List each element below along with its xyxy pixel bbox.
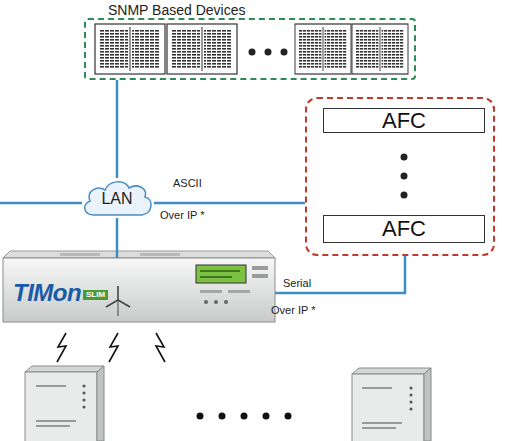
device-vent <box>140 253 180 256</box>
device-led <box>410 387 413 390</box>
link-label: ASCII <box>173 178 202 189</box>
ellipsis-dot <box>241 413 248 420</box>
lcd-line <box>200 270 240 272</box>
device-marking <box>36 420 76 422</box>
network-link <box>275 256 405 293</box>
device-marking <box>252 274 268 278</box>
protocol-note: Over IP * <box>160 210 204 221</box>
field-device <box>25 372 97 441</box>
node-text: SLIM <box>83 290 108 300</box>
wireless-symbol <box>109 333 118 362</box>
network-link <box>116 80 119 178</box>
device-led <box>410 394 413 397</box>
link-label: Serial <box>283 278 311 289</box>
rack-cabinet <box>167 24 237 74</box>
ellipsis-dot <box>197 413 204 420</box>
ellipsis-dot <box>265 49 272 56</box>
device-led <box>83 406 86 409</box>
lcd-display <box>196 265 246 283</box>
ellipsis-dot <box>401 154 408 161</box>
afc-group: AFC AFC <box>305 97 495 256</box>
lan-wire <box>0 202 82 205</box>
ellipsis-dot <box>401 192 408 199</box>
node-text: TIMon <box>13 281 81 305</box>
device-marking <box>362 387 392 389</box>
field-device-side <box>424 368 431 441</box>
node-text: AFC <box>382 218 426 240</box>
device-marking <box>362 422 402 424</box>
rack-cabinet <box>352 24 408 74</box>
lcd-line <box>200 276 232 278</box>
afc-box: AFC <box>323 108 485 133</box>
node-text: AFC <box>382 110 426 132</box>
node-text: SNMP Based Devices <box>108 3 245 17</box>
timon-device: TIMonSLIM <box>3 258 275 322</box>
device-vent <box>60 253 100 256</box>
device-led <box>83 392 86 395</box>
ellipsis-dot <box>401 173 408 180</box>
ellipsis-dot <box>285 413 292 420</box>
afc-box: AFC <box>323 215 485 243</box>
ellipsis-dot <box>249 49 256 56</box>
device-led <box>410 401 413 404</box>
rack-cabinet <box>95 24 165 74</box>
windmill-icon <box>106 286 130 316</box>
device-led <box>214 300 218 304</box>
wireless-symbol <box>156 333 165 362</box>
protocol-note: Over IP * <box>271 305 315 316</box>
device-marking <box>362 427 396 429</box>
device-led <box>224 300 228 304</box>
device-led <box>83 399 86 402</box>
device-top <box>3 251 275 258</box>
device-marking <box>252 266 268 270</box>
lan-cloud: LAN <box>80 178 154 218</box>
network-link <box>154 202 305 205</box>
wireless-symbol <box>57 333 66 362</box>
ellipsis-dot <box>219 413 226 420</box>
field-device-top <box>352 368 431 374</box>
rack-cabinet <box>295 24 351 74</box>
network-link <box>116 218 119 258</box>
device-marking <box>200 290 222 293</box>
field-device-top <box>25 366 104 372</box>
device-marking <box>36 425 70 427</box>
ellipsis-dot <box>281 49 288 56</box>
node-text: LAN <box>80 191 154 207</box>
device-led <box>410 408 413 411</box>
device-led <box>83 385 86 388</box>
ellipsis-dot <box>263 413 270 420</box>
field-device <box>352 374 424 441</box>
device-front <box>3 258 275 322</box>
device-group: SNMP Based Devices <box>84 18 416 80</box>
device-marking <box>228 290 250 293</box>
field-device-side <box>97 366 104 441</box>
device-marking <box>36 385 66 387</box>
device-led <box>204 300 208 304</box>
